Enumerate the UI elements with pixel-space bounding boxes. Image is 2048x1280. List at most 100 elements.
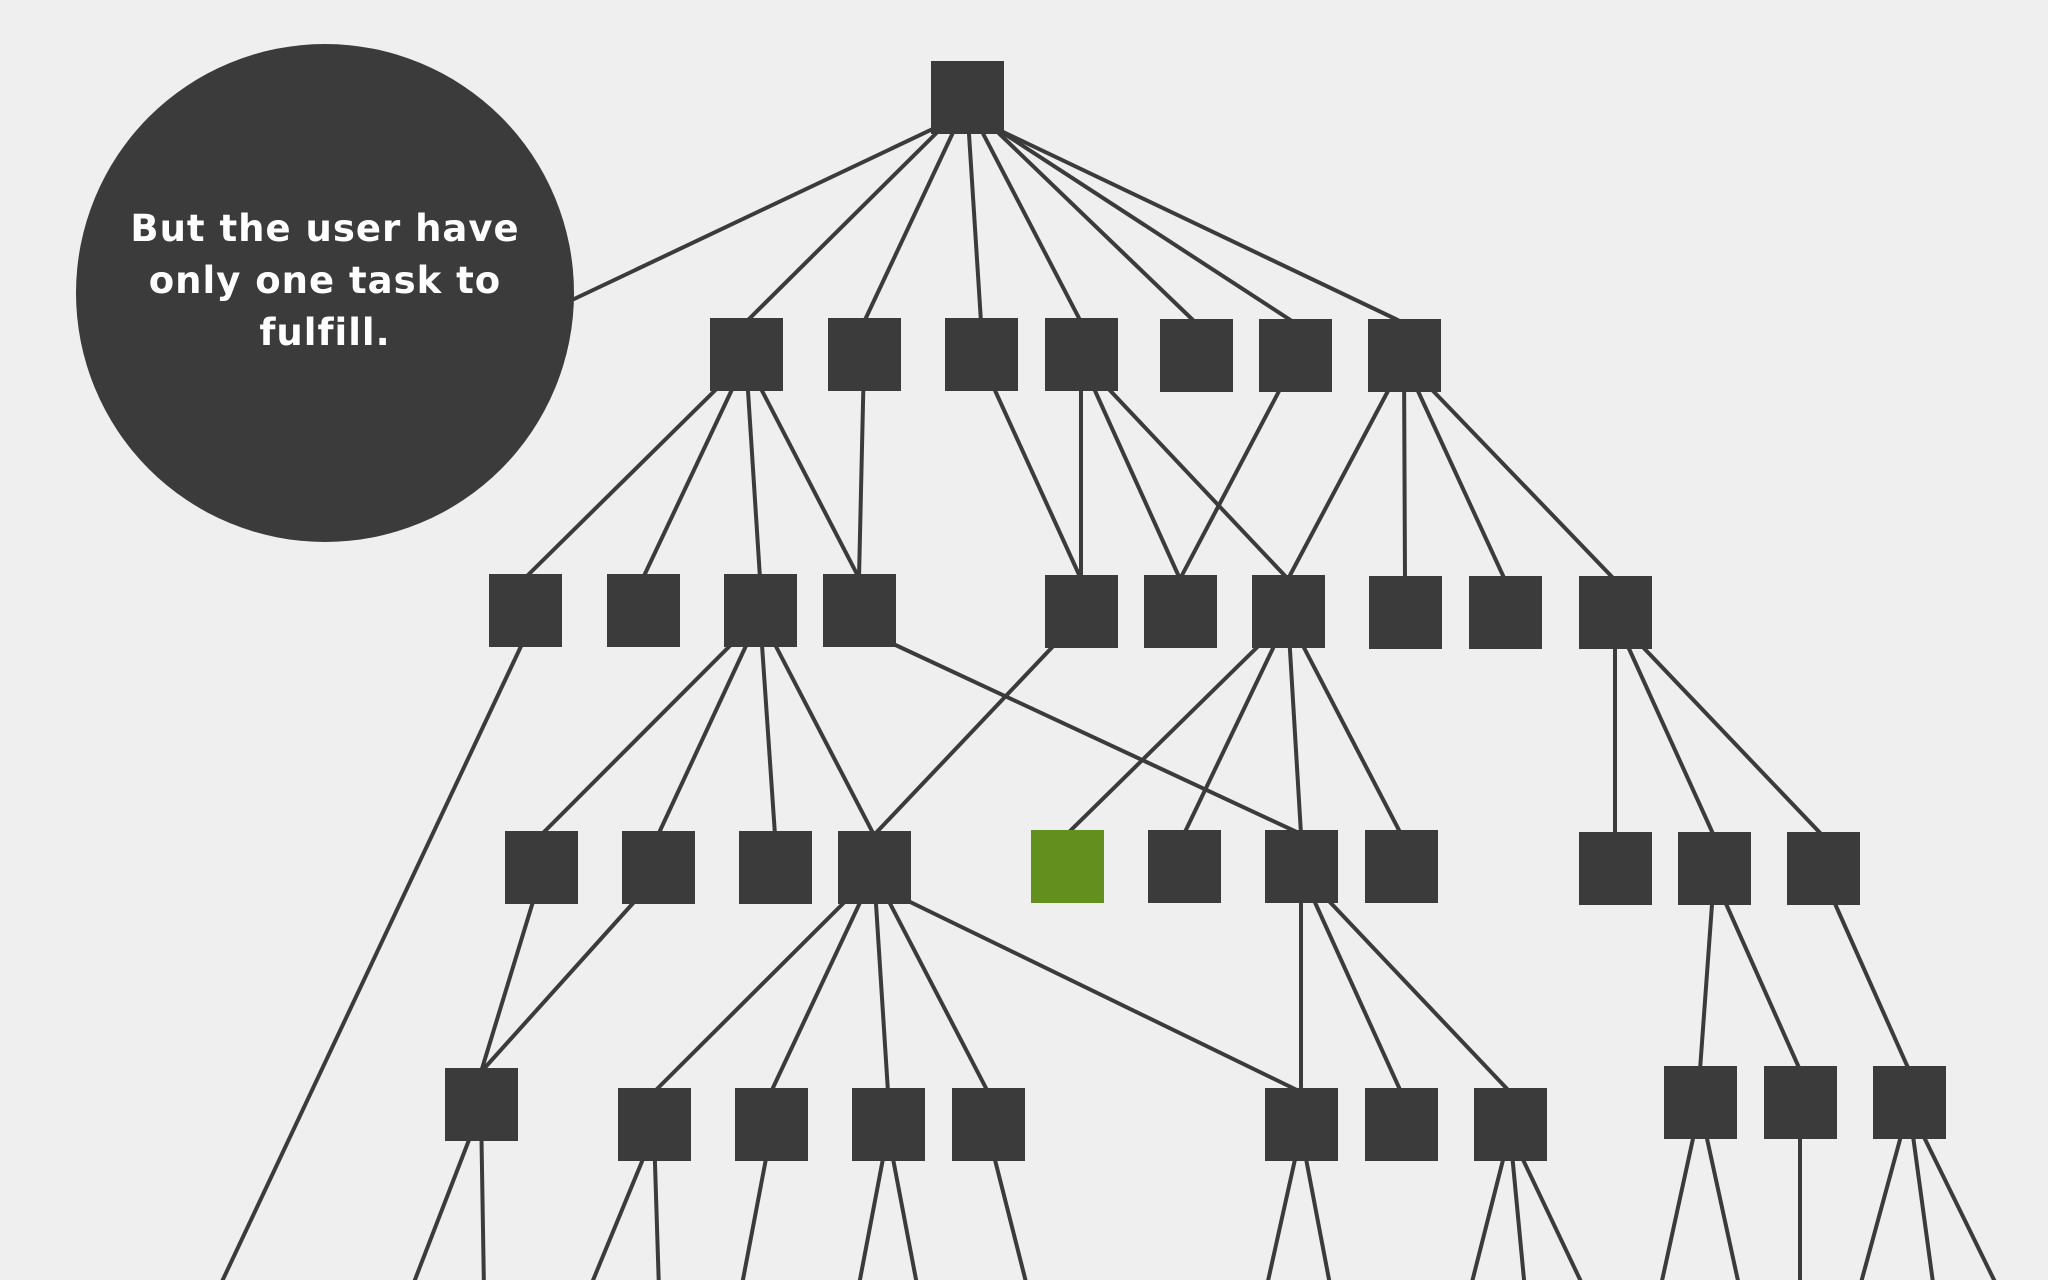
- tree-edge-offpage: [479, 1134, 486, 1280]
- callout-bubble: But the user have only one task to fulfi…: [76, 44, 574, 542]
- task-node: [1160, 319, 1233, 392]
- tree-edge-offpage: [1920, 1132, 1997, 1280]
- tree-edge: [885, 897, 990, 1094]
- tree-edge: [759, 640, 777, 837]
- tree-edge: [769, 897, 864, 1094]
- tree-edges: [220, 125, 1997, 1280]
- tree-edge: [1287, 641, 1303, 836]
- tree-edge: [872, 641, 1059, 837]
- tree-edge: [995, 127, 1297, 325]
- task-node: [445, 1068, 518, 1141]
- tree-edge: [1178, 385, 1284, 581]
- tree-edge: [479, 897, 536, 1074]
- tree-edge: [1103, 384, 1290, 581]
- tree-edge: [1324, 896, 1512, 1094]
- task-node: [1764, 1066, 1837, 1139]
- task-node: [607, 574, 680, 647]
- tree-edge: [656, 640, 750, 837]
- tree-edge: [641, 384, 736, 580]
- tree-edge: [978, 127, 1083, 324]
- tree-edge-offpage: [1303, 1154, 1332, 1280]
- tree-edge-offpage: [652, 1154, 661, 1280]
- tree-edge-offpage: [1266, 1154, 1298, 1280]
- task-node: [1265, 830, 1338, 903]
- tree-edge-offpage: [1660, 1132, 1696, 1280]
- tree-edge: [862, 127, 957, 324]
- tree-edge-offpage: [1859, 1132, 1904, 1280]
- task-node: [1369, 576, 1442, 649]
- task-node: [1787, 832, 1860, 905]
- task-node: [1474, 1088, 1547, 1161]
- task-node: [1368, 319, 1441, 392]
- tree-edge: [1286, 385, 1393, 581]
- tree-edge: [966, 127, 983, 324]
- tree-edge: [992, 127, 1198, 325]
- tree-edge: [652, 897, 850, 1094]
- task-node: [1365, 1088, 1438, 1161]
- tree-edge: [1414, 385, 1507, 582]
- tree-edge-offpage: [1910, 1132, 1935, 1280]
- tree-edge: [857, 384, 866, 580]
- tree-edge: [1624, 642, 1716, 838]
- task-node: [489, 574, 562, 647]
- tree-edge-offpage: [740, 1154, 769, 1280]
- tree-edge-offpage: [1704, 1132, 1740, 1280]
- task-node: [1678, 832, 1751, 905]
- task-node: [1579, 832, 1652, 905]
- task-node: [1469, 576, 1542, 649]
- tree-edge-callout: [570, 125, 939, 302]
- tree-edge: [1698, 898, 1715, 1072]
- tree-edge: [1311, 896, 1403, 1094]
- tree-edge: [887, 640, 1303, 836]
- tree-edge-offpage: [220, 640, 525, 1280]
- tree-edge: [479, 897, 639, 1074]
- tree-edge: [757, 384, 861, 580]
- callout-text: But the user have only one task to fulfi…: [130, 207, 520, 354]
- tree-edge: [1402, 385, 1407, 582]
- task-node: [828, 318, 901, 391]
- tree-edge: [539, 640, 736, 837]
- tree-edge: [991, 384, 1083, 581]
- tree-edge: [744, 127, 943, 324]
- task-node: [823, 574, 896, 647]
- task-node: [838, 831, 911, 904]
- tree-edge-offpage: [857, 1154, 886, 1280]
- task-node: [622, 831, 695, 904]
- task-node: [1045, 575, 1118, 648]
- task-node: [1148, 830, 1221, 903]
- tree-edge: [1722, 898, 1802, 1072]
- task-node: [1579, 576, 1652, 649]
- tree-edge-offpage: [1510, 1154, 1527, 1280]
- tree-edge: [1831, 898, 1911, 1072]
- tree-edge: [523, 384, 722, 580]
- task-node: [852, 1088, 925, 1161]
- tree-edge: [771, 640, 876, 837]
- task-node: [952, 1088, 1025, 1161]
- task-node: [1873, 1066, 1946, 1139]
- task-node: [618, 1088, 691, 1161]
- task-node: [710, 318, 783, 391]
- task-node: [739, 831, 812, 904]
- tree-edge: [1637, 642, 1825, 838]
- tree-edge-offpage: [890, 1154, 919, 1280]
- tree-edge: [1065, 641, 1264, 836]
- task-node: [1252, 575, 1325, 648]
- tree-edge: [902, 897, 1303, 1094]
- task-node: [1045, 318, 1118, 391]
- tree-edge-offpage: [412, 1134, 473, 1280]
- tree-edge: [1427, 385, 1617, 582]
- tree-edge-offpage: [1470, 1154, 1506, 1280]
- task-node: [505, 831, 578, 904]
- tree-edge: [1182, 641, 1278, 836]
- task-node: [735, 1088, 808, 1161]
- task-node: [931, 61, 1004, 134]
- task-node: [1259, 319, 1332, 392]
- tree-edge-offpage: [992, 1154, 1028, 1280]
- tree-edge-offpage: [590, 1154, 647, 1280]
- tree-nodes: [445, 61, 1946, 1161]
- tree-edge: [1299, 641, 1403, 836]
- tree-edge: [873, 897, 890, 1094]
- task-node: [945, 318, 1018, 391]
